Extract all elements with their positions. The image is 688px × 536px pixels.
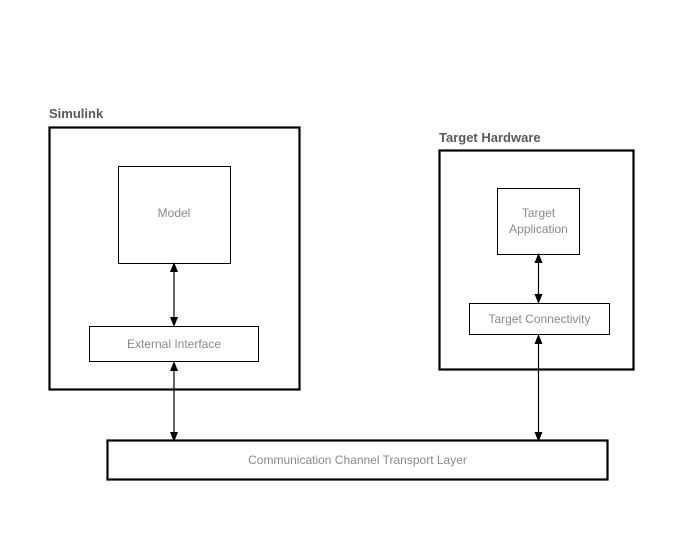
target-application-block-box[interactable] [497, 188, 580, 255]
connector-external-interface-transport-arrowhead-bottom [170, 432, 178, 442]
connector-model-to-external-interface [170, 262, 178, 327]
connector-external-interface-to-transport [170, 361, 178, 442]
target-application-block-label-line2: Application [509, 222, 568, 236]
connector-model-external-interface-arrowhead-bottom [170, 317, 178, 327]
target-connectivity-block[interactable]: Target Connectivity [469, 303, 610, 335]
target-hardware-group: Target Hardware Target Application Targe… [438, 130, 635, 442]
model-block-label: Model [158, 206, 191, 220]
model-block[interactable]: Model [118, 166, 231, 264]
connector-external-interface-transport-arrowhead-top [170, 361, 178, 371]
target-hardware-group-heading: Target Hardware [439, 130, 541, 145]
communication-channel-transport-layer-block[interactable]: Communication Channel Transport Layer [106, 439, 609, 481]
external-interface-block-label: External Interface [127, 337, 221, 351]
connector-model-external-interface-arrowhead-top [170, 262, 178, 272]
target-application-block-label-line1: Target [522, 206, 556, 220]
target-application-block[interactable]: Target Application [497, 188, 580, 255]
connector-target-application-connectivity-arrowhead-bottom [534, 294, 543, 304]
communication-channel-transport-layer-label: Communication Channel Transport Layer [248, 453, 467, 467]
external-interface-block[interactable]: External Interface [89, 326, 259, 362]
connector-connectivity-transport-arrowhead-top [534, 334, 543, 344]
communication-channel-transport-layer-box[interactable] [106, 439, 609, 481]
model-block-box[interactable] [118, 166, 231, 264]
simulink-group: Simulink Model External Interface [48, 106, 301, 442]
connector-target-application-connectivity-arrowhead-top [534, 253, 543, 263]
connector-connectivity-to-transport [534, 334, 543, 442]
target-connectivity-block-label: Target Connectivity [488, 312, 590, 326]
connector-connectivity-transport-arrowhead-bottom [534, 432, 543, 442]
target-connectivity-block-box[interactable] [469, 303, 610, 335]
connector-target-application-to-connectivity [534, 253, 543, 304]
simulink-group-heading: Simulink [49, 106, 104, 121]
